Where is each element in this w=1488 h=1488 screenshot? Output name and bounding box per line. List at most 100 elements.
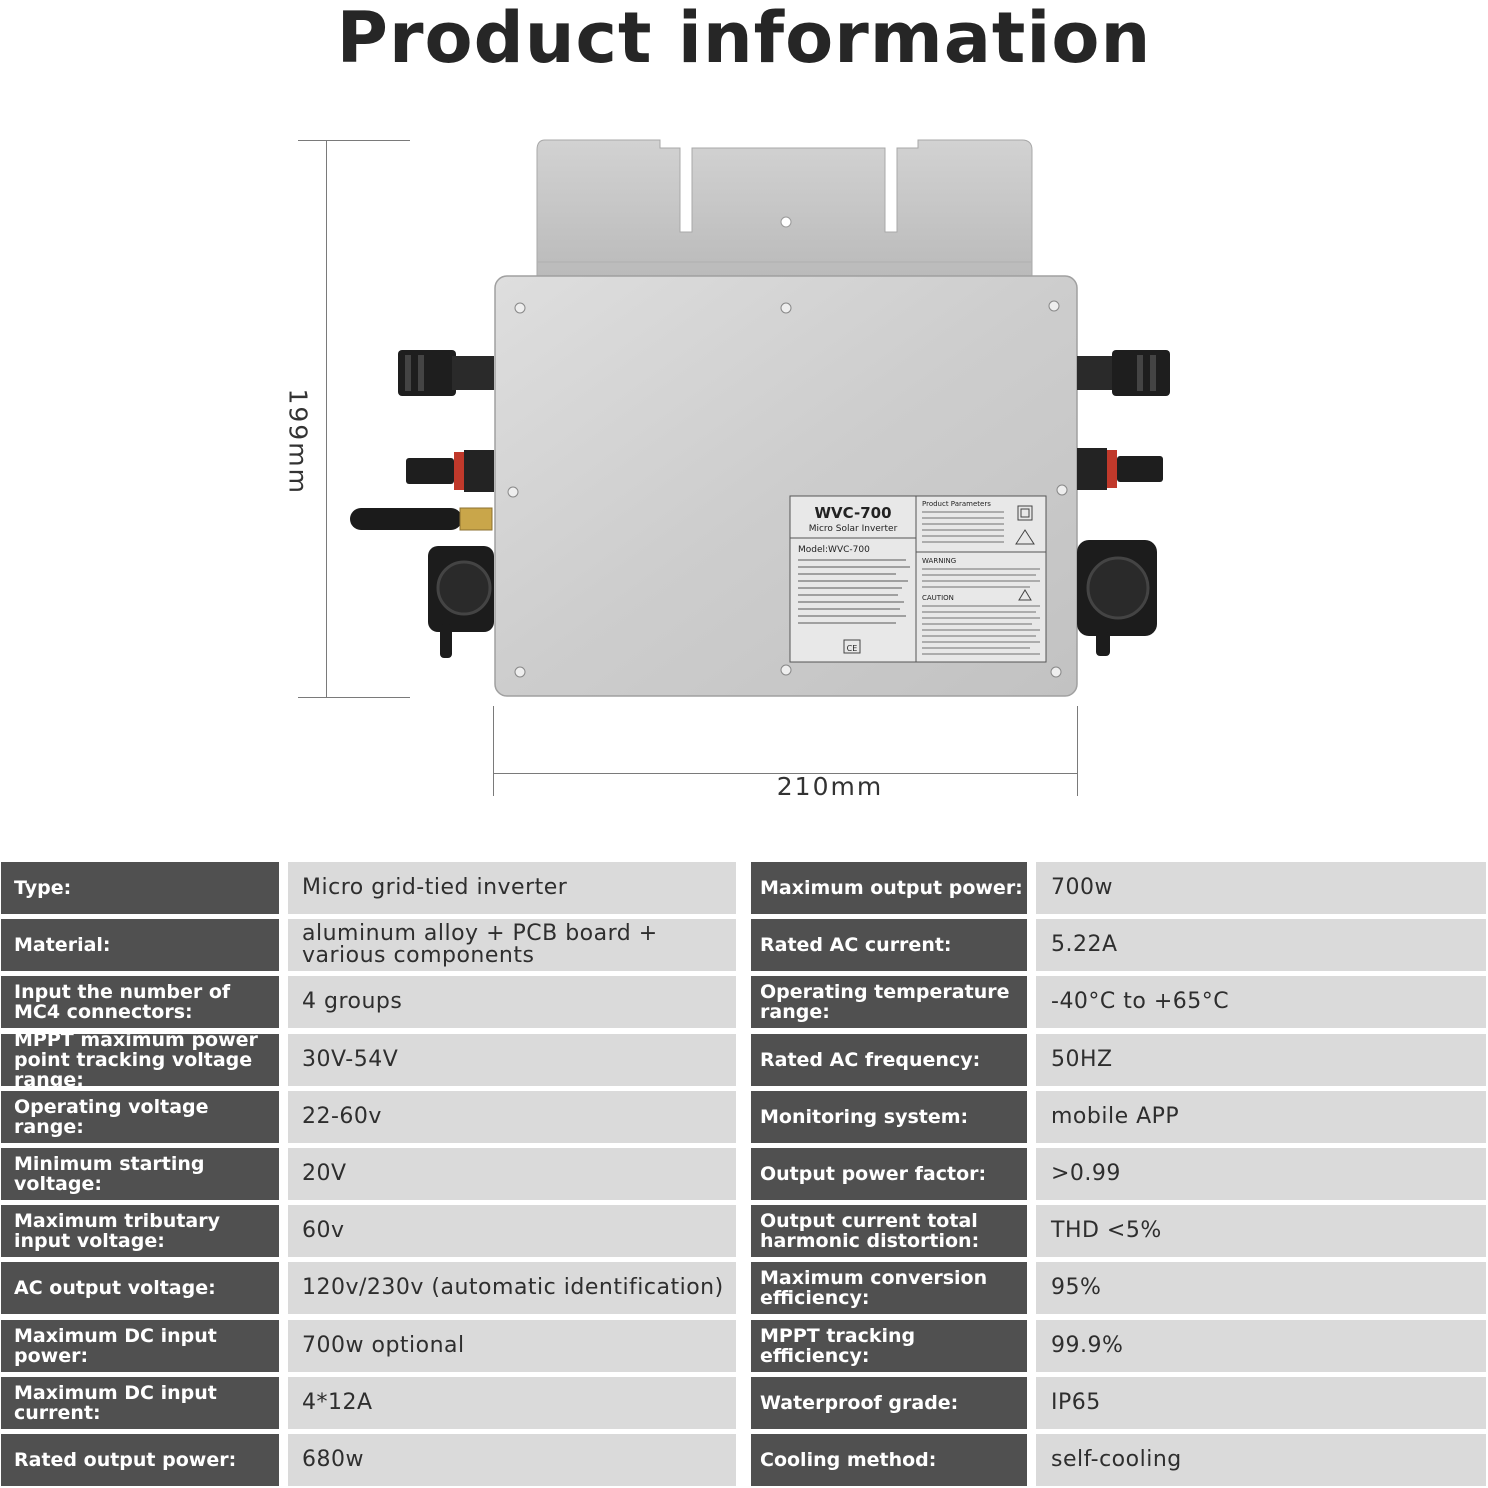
dimension-top-tick (298, 140, 410, 141)
mc4-connector-left-bottom (406, 450, 494, 492)
spec-value-right-text: >0.99 (1051, 1161, 1121, 1186)
spec-label-right: Waterproof grade: (751, 1377, 1027, 1429)
spec-row: Maximum tributary input voltage: 60v Outpu… (0, 1205, 1488, 1257)
mc4-connector-left-top (398, 350, 494, 396)
spec-row: AC output voltage: 120v/230v (automatic i… (0, 1262, 1488, 1314)
spec-label-left-text: Maximum tributary input voltage: (14, 1210, 220, 1252)
spec-value-left-text: 4*12A (302, 1390, 373, 1415)
spec-value-right: >0.99 (1036, 1148, 1486, 1200)
spec-value-right: 95% (1036, 1262, 1486, 1314)
spec-value-left: 120v/230v (automatic identification) (288, 1262, 736, 1314)
spec-label-left-text: Operating voltage range: (14, 1096, 209, 1138)
spec-row: Rated output power: 680w Cooling method: se… (0, 1434, 1488, 1486)
spec-label-right-text: Maximum conversion efficiency: (760, 1267, 988, 1309)
spec-label-left-text: Material: (14, 934, 111, 956)
mc4-connector-right-top (1077, 350, 1170, 396)
spec-value-left-text: 30V-54V (302, 1047, 399, 1072)
width-dimension-label: 210mm (776, 772, 884, 801)
spec-label-right: Rated AC current: (751, 919, 1027, 971)
spec-label-left: Operating voltage range: (1, 1091, 279, 1143)
dimension-horizontal-line (493, 773, 1078, 774)
spec-value-right-text: 5.22A (1051, 932, 1118, 957)
spec-label-left-text: Type: (14, 877, 72, 899)
height-dimension-label: 199mm (283, 388, 313, 495)
ac-port-right (1077, 540, 1157, 656)
dimension-vertical-line (326, 140, 327, 698)
spec-value-left: aluminum alloy + PCB board + various com… (288, 919, 736, 971)
spec-label-left: Maximum tributary input voltage: (1, 1205, 279, 1257)
spec-label-right: Output current total harmonic distortion… (751, 1205, 1027, 1257)
spec-row: Material: aluminum alloy + PCB board + va… (0, 919, 1488, 971)
dimension-right-tick (1077, 706, 1078, 796)
mc4-connector-right-bottom (1077, 448, 1163, 490)
spec-value-left-text: 4 groups (302, 989, 403, 1014)
spec-label-right-text: Waterproof grade: (760, 1392, 959, 1414)
spec-value-left-text: aluminum alloy + PCB board + various com… (302, 921, 658, 968)
spec-value-left: 22-60v (288, 1091, 736, 1143)
spec-label-left-text: Minimum starting voltage: (14, 1153, 205, 1195)
spec-row: Minimum starting voltage: 20V Output power… (0, 1148, 1488, 1200)
spec-label-right: Maximum output power: (751, 862, 1027, 914)
spec-label-left-text: Input the number of MC4 connectors: (14, 981, 231, 1023)
label-warning: WARNING (922, 557, 956, 565)
spec-label-left: Material: (1, 919, 279, 971)
spec-value-right-text: self-cooling (1051, 1447, 1182, 1472)
spec-value-left: 30V-54V (288, 1034, 736, 1086)
spec-value-right: self-cooling (1036, 1434, 1486, 1486)
spec-value-right-text: 95% (1051, 1275, 1102, 1300)
spec-label-left: AC output voltage: (1, 1262, 279, 1314)
spec-value-left-text: 60v (302, 1218, 345, 1243)
spec-row: MPPT maximum power point tracking voltag… (0, 1030, 1488, 1090)
spec-value-right: -40°C to +65°C (1036, 976, 1486, 1028)
label-ce-mark: CE (847, 644, 858, 653)
spec-label-right-text: Monitoring system: (760, 1106, 969, 1128)
spec-label-right-text: Operating temperature range: (760, 981, 1010, 1023)
spec-value-left: 700w optional (288, 1320, 736, 1372)
spec-value-right-text: 99.9% (1051, 1333, 1124, 1358)
ac-port-left (428, 546, 494, 658)
label-params-title: Product Parameters (922, 500, 991, 508)
antenna (350, 507, 493, 531)
label-caution: CAUTION (922, 594, 954, 602)
spec-value-right: mobile APP (1036, 1091, 1486, 1143)
spec-label-right: Rated AC frequency: (751, 1034, 1027, 1086)
spec-value-left-text: 700w optional (302, 1333, 465, 1358)
spec-value-right: 99.9% (1036, 1320, 1486, 1372)
spec-label-left: Rated output power: (1, 1434, 279, 1486)
spec-label-right: Monitoring system: (751, 1091, 1027, 1143)
inverter-illustration: WVC-700 Micro Solar Inverter Model:WVC-7… (350, 139, 1170, 697)
label-model-large: WVC-700 (814, 504, 891, 522)
spec-label-left-text: AC output voltage: (14, 1277, 216, 1299)
spec-row: Input the number of MC4 connectors: 4 gro… (0, 976, 1488, 1028)
spec-row: Maximum DC input current: 4*12A Waterproof… (0, 1377, 1488, 1429)
spec-label-right: Output power factor: (751, 1148, 1027, 1200)
spec-value-left-text: 20V (302, 1161, 347, 1186)
spec-value-right: 5.22A (1036, 919, 1486, 971)
spec-label-right: Cooling method: (751, 1434, 1027, 1486)
spec-value-right-text: THD <5% (1051, 1218, 1162, 1243)
spec-label-right: MPPT tracking efficiency: (751, 1320, 1027, 1372)
spec-label-right-text: Rated AC frequency: (760, 1049, 981, 1071)
spec-value-right-text: IP65 (1051, 1390, 1101, 1415)
spec-label-right-text: Rated AC current: (760, 934, 952, 956)
spec-value-left: 60v (288, 1205, 736, 1257)
spec-label-right-text: Maximum output power: (760, 877, 1023, 899)
spec-value-left-text: 120v/230v (automatic identification) (302, 1275, 724, 1300)
spec-label-left: Input the number of MC4 connectors: (1, 976, 279, 1028)
spec-value-left: 20V (288, 1148, 736, 1200)
page-title: Product information (336, 0, 1152, 79)
spec-label-left: Minimum starting voltage: (1, 1148, 279, 1200)
spec-value-right-text: 50HZ (1051, 1047, 1113, 1072)
spec-value-right-text: 700w (1051, 875, 1113, 900)
spec-label-left-text: Maximum DC input power: (14, 1325, 217, 1367)
spec-label-right: Operating temperature range: (751, 976, 1027, 1028)
spec-row: Type: Micro grid-tied inverter Maximum out… (0, 862, 1488, 914)
spec-value-right-text: -40°C to +65°C (1051, 989, 1230, 1014)
spec-value-right: THD <5% (1036, 1205, 1486, 1257)
label-model-line: Model:WVC-700 (798, 545, 870, 555)
spec-value-left-text: 680w (302, 1447, 364, 1472)
spec-row: Maximum DC input power: 700w optional MPPT… (0, 1320, 1488, 1372)
spec-value-left: Micro grid-tied inverter (288, 862, 736, 914)
dimension-bottom-tick (298, 697, 410, 698)
spec-label-left: Maximum DC input current: (1, 1377, 279, 1429)
